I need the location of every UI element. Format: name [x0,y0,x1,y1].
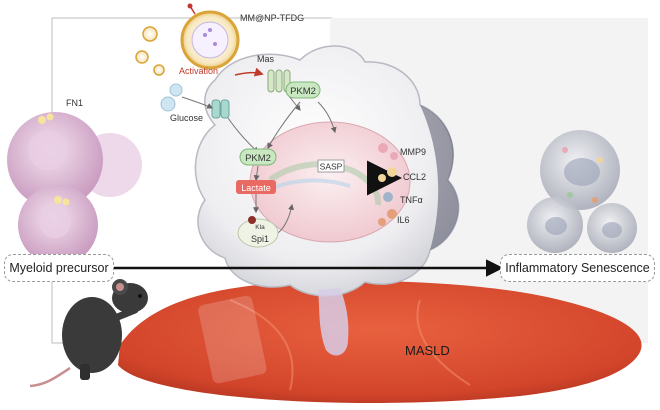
activation-arrow [234,67,264,77]
lactate-box [236,180,276,194]
glucose-label: Glucose [170,113,203,123]
il6-dot [378,218,386,226]
tnfa-dot [383,192,393,202]
ccl2-dot [387,167,397,177]
mmp9-dot [390,152,398,160]
pkm2-to-nucleus-arrow [317,101,337,134]
myeloid-precursor-cells [7,112,142,265]
ccl2-dot [378,174,386,182]
pkm2-membrane-label: PKM2 [290,86,316,97]
inflammatory-senescence-box: Inflammatory Senescence [500,254,655,282]
cytokine-label-mmp9: MMP9 [400,147,426,157]
pkm2-to-pkm2-arrow [267,101,301,150]
inflammatory-senescence-label: Inflammatory Senescence [505,261,650,275]
liver-highlight [198,295,267,384]
masld-label: MASLD [405,343,450,358]
liver-shape [118,280,642,404]
mas-label: Mas [257,54,275,64]
kla-dot [248,216,256,224]
mas-receptor [267,69,291,93]
glucose-molecule [169,83,183,97]
pkm2-to-lactate-arrow [253,165,260,182]
mmp9-dot [378,143,388,153]
mouse-illustration [29,279,148,388]
cell-drip [318,288,349,356]
nanoparticle-mm-np-tfdg [180,3,240,70]
kla-label: Kla [255,224,265,231]
liver-vessel [416,299,471,386]
pkm2-cytosol-pill [239,148,277,166]
sasp-box [317,159,345,173]
cytokine-label-ccl2: CCL2 [403,172,426,182]
nanoparticle-small [135,26,165,76]
pkm2-cytosol-label: PKM2 [245,153,271,164]
cytokine-label-tnfa: TNFα [400,195,423,205]
spi1-complex [237,218,279,248]
cell-shadow [420,105,459,250]
glucose-molecule [160,96,176,112]
glucose-arrow [181,96,214,109]
sasp-label: SASP [320,162,343,172]
senescent-cells [527,130,637,253]
il6-dot [387,209,397,219]
activation-label: Activation [179,66,218,76]
cytokine-label-il6: IL6 [397,215,410,225]
nanoparticle-label: MM@NP-TFDG [240,13,304,23]
myeloid-precursor-label: Myeloid precursor [9,261,109,275]
cytokine-dots [378,143,398,226]
fn1-label: FN1 [66,98,83,108]
spi1-label: Spi1 [251,234,269,244]
lactate-label: Lactate [241,183,271,193]
pkm2-membrane-pill [285,81,321,99]
glucose-transporter [211,99,230,119]
liver-vessel [229,299,294,391]
myeloid-precursor-box: Myeloid precursor [4,254,114,282]
